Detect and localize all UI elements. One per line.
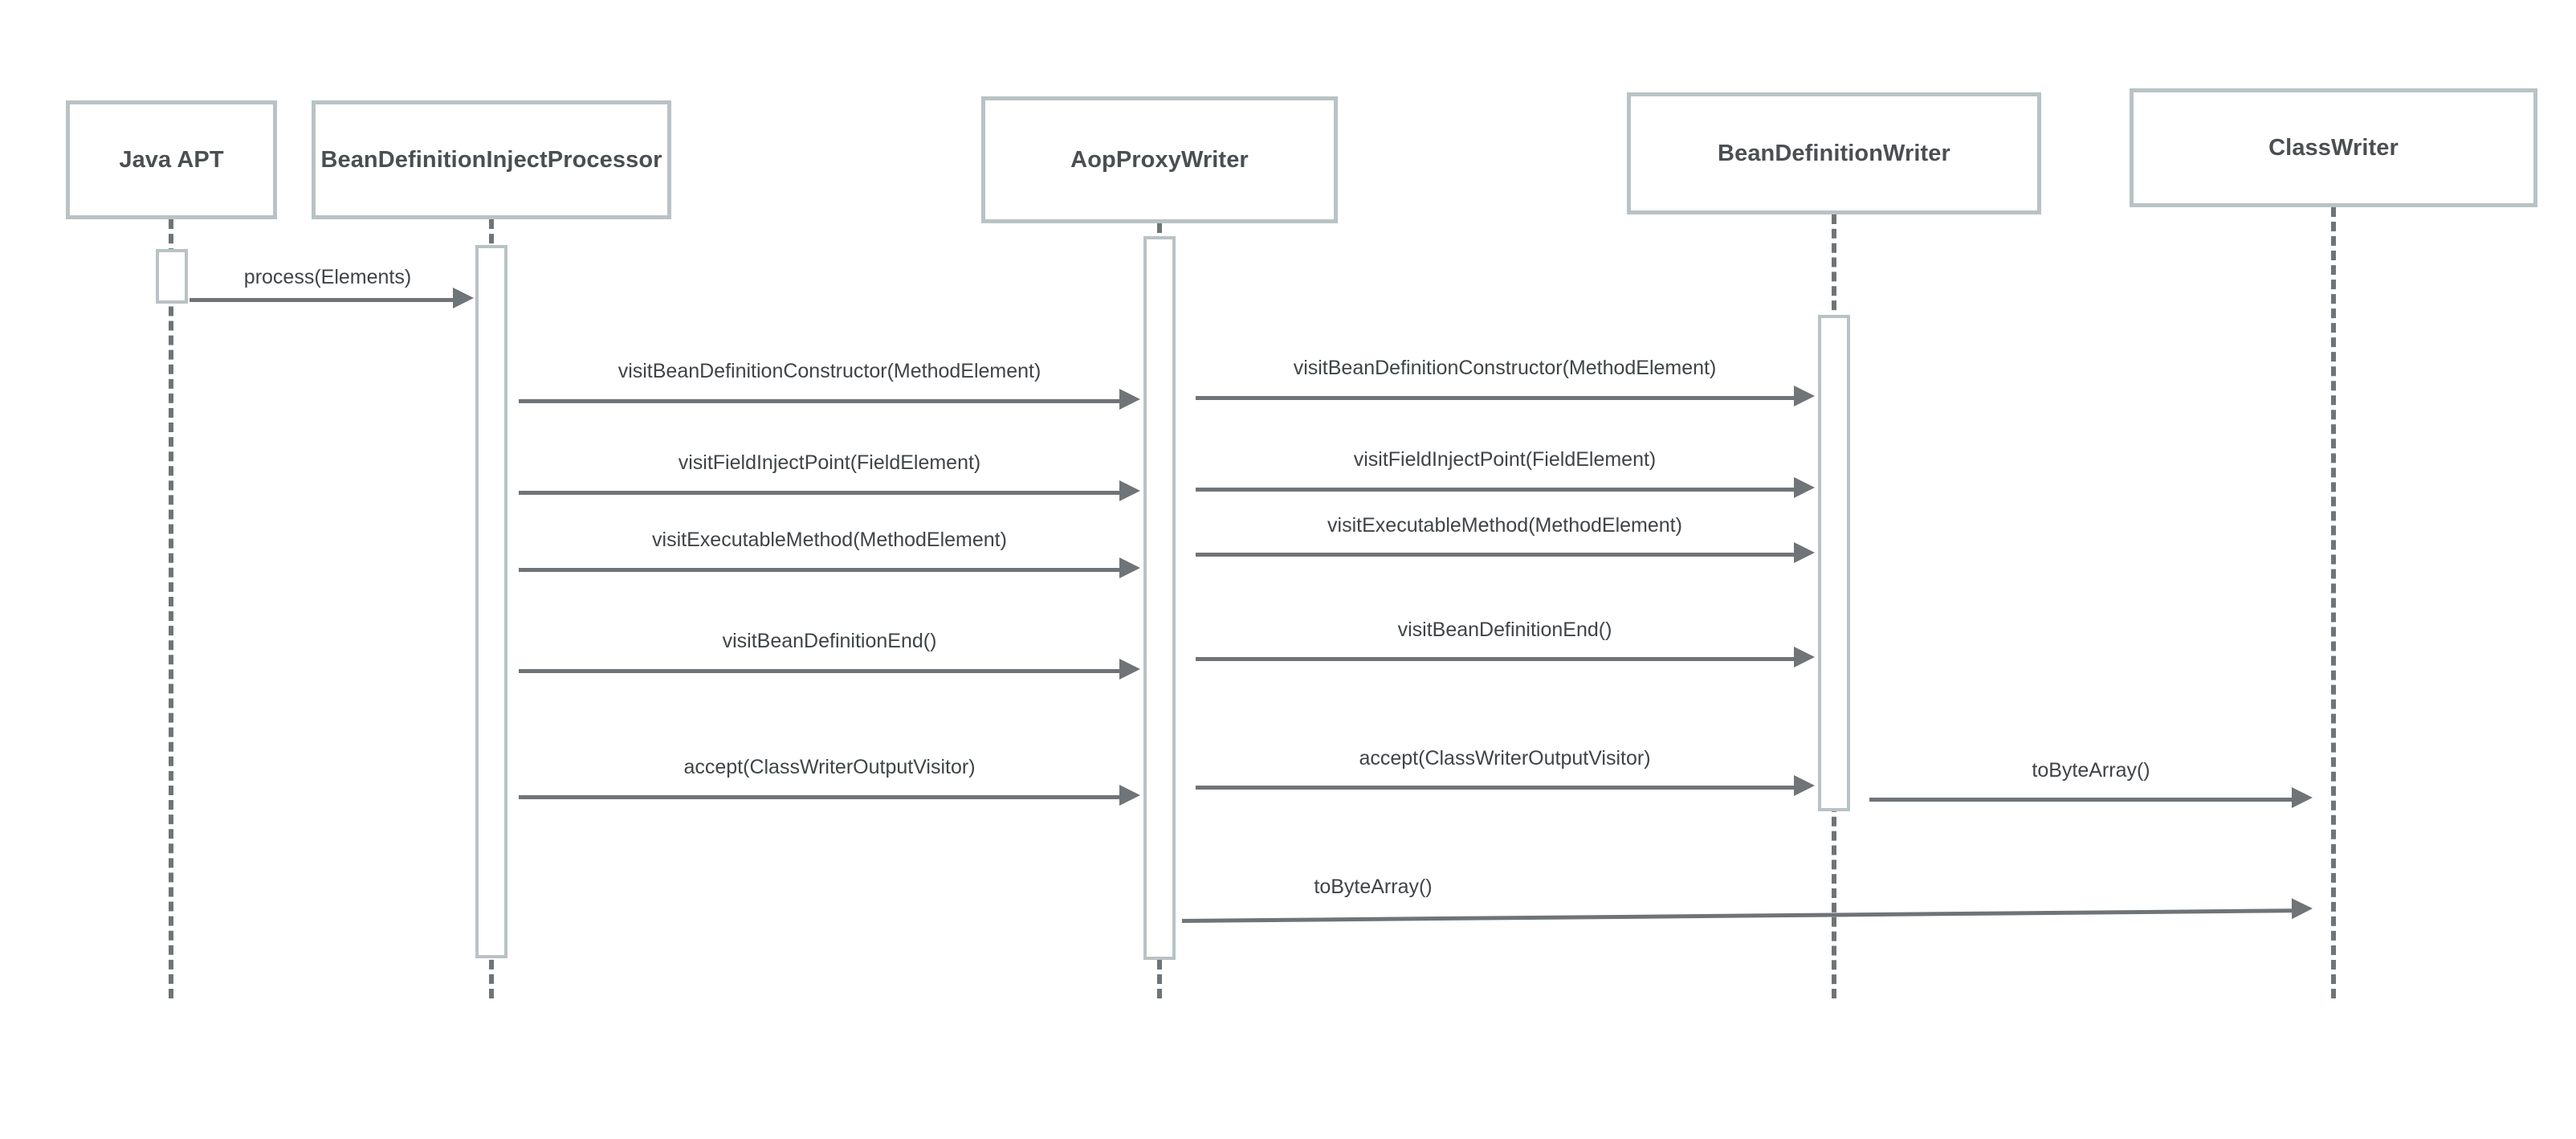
msg-process-elements-label: process(Elements) <box>243 266 412 288</box>
participant-label: AopProxyWriter <box>1070 146 1249 173</box>
msg-accept-class-writer-output-visitor-right-label: accept(ClassWriterOutputVisitor) <box>1359 747 1651 770</box>
msg-visit-executable-method-left-line <box>519 568 1126 572</box>
msg-visit-field-inject-point-left-line <box>519 491 1126 495</box>
msg-visit-bean-definition-constructor-left-line <box>519 399 1126 403</box>
participant-label: BeanDefinitionInjectProcessor <box>320 146 662 173</box>
msg-to-byte-array-bean-definition-writer-arrowhead <box>2292 787 2313 808</box>
participant-bean-definition-inject-processor[interactable]: BeanDefinitionInjectProcessor <box>312 100 671 219</box>
activation-bean-definition-inject-processor <box>475 245 507 958</box>
msg-visit-bean-definition-constructor-left-label: visitBeanDefinitionConstructor(MethodEle… <box>618 360 1041 382</box>
participant-java-apt[interactable]: Java APT <box>66 100 277 219</box>
msg-visit-bean-definition-end-right-line <box>1196 657 1800 661</box>
msg-to-byte-array-bean-definition-writer-label: toByteArray() <box>2032 759 2150 782</box>
msg-to-byte-array-bean-definition-writer-line <box>1869 798 2298 802</box>
msg-visit-field-inject-point-right-line <box>1196 488 1800 492</box>
participant-label: Java APT <box>119 146 224 173</box>
msg-visit-executable-method-left-label: visitExecutableMethod(MethodElement) <box>652 529 1007 551</box>
msg-accept-class-writer-output-visitor-right-line <box>1196 786 1800 790</box>
msg-process-elements-arrowhead <box>453 288 474 308</box>
msg-visit-field-inject-point-right-label: visitFieldInjectPoint(FieldElement) <box>1353 448 1657 471</box>
msg-visit-bean-definition-end-right-arrowhead <box>1794 647 1815 667</box>
activation-aop-proxy-writer <box>1143 236 1176 960</box>
msg-to-byte-array-aop-proxy-writer-line <box>1181 908 2299 923</box>
lifeline-java-apt <box>169 219 173 998</box>
activation-bean-definition-writer <box>1818 315 1850 811</box>
msg-visit-bean-definition-end-right-label: visitBeanDefinitionEnd() <box>1397 618 1612 641</box>
msg-accept-class-writer-output-visitor-right-arrowhead <box>1794 775 1815 796</box>
msg-visit-bean-definition-end-left-arrowhead <box>1119 659 1140 680</box>
msg-visit-bean-definition-end-left-label: visitBeanDefinitionEnd() <box>722 630 937 652</box>
msg-visit-bean-definition-constructor-right-line <box>1196 396 1800 400</box>
msg-accept-class-writer-output-visitor-left-arrowhead <box>1119 785 1140 806</box>
msg-visit-executable-method-right-line <box>1196 553 1800 557</box>
msg-visit-executable-method-right-label: visitExecutableMethod(MethodElement) <box>1327 514 1682 537</box>
msg-visit-bean-definition-constructor-left-arrowhead <box>1119 389 1140 410</box>
activation-java-apt <box>156 249 188 304</box>
participant-bean-definition-writer[interactable]: BeanDefinitionWriter <box>1627 92 2041 214</box>
participant-aop-proxy-writer[interactable]: AopProxyWriter <box>981 96 1338 223</box>
msg-visit-field-inject-point-left-label: visitFieldInjectPoint(FieldElement) <box>678 451 981 474</box>
msg-visit-bean-definition-constructor-right-arrowhead <box>1794 386 1815 406</box>
lifeline-class-writer <box>2331 207 2336 998</box>
msg-visit-executable-method-left-arrowhead <box>1119 557 1140 578</box>
msg-accept-class-writer-output-visitor-left-label: accept(ClassWriterOutputVisitor) <box>683 756 976 778</box>
msg-visit-field-inject-point-right-arrowhead <box>1794 477 1815 498</box>
msg-to-byte-array-aop-proxy-writer-arrowhead <box>2291 898 2313 920</box>
msg-to-byte-array-aop-proxy-writer-label: toByteArray() <box>1314 876 1433 898</box>
participant-class-writer[interactable]: ClassWriter <box>2130 88 2537 207</box>
msg-accept-class-writer-output-visitor-left-line <box>519 795 1126 799</box>
msg-process-elements-line <box>190 298 459 302</box>
participant-label: BeanDefinitionWriter <box>1718 140 1950 166</box>
msg-visit-bean-definition-end-left-line <box>519 669 1126 673</box>
msg-visit-field-inject-point-left-arrowhead <box>1119 480 1140 501</box>
msg-visit-bean-definition-constructor-right-label: visitBeanDefinitionConstructor(MethodEle… <box>1293 357 1717 379</box>
participant-label: ClassWriter <box>2268 134 2399 161</box>
msg-visit-executable-method-right-arrowhead <box>1794 542 1815 563</box>
